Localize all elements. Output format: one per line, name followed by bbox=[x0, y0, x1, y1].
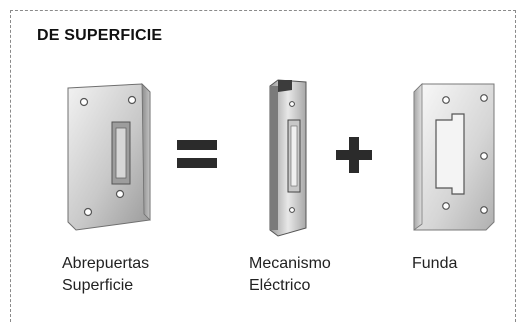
plus-icon bbox=[336, 137, 372, 173]
electric-mechanism-image bbox=[269, 79, 307, 237]
caption-funda: Funda bbox=[412, 253, 457, 275]
caption-line: Superficie bbox=[62, 277, 134, 294]
caption-line: Eléctrico bbox=[249, 277, 311, 294]
funda-image bbox=[413, 83, 495, 231]
surface-strike-image bbox=[67, 83, 151, 231]
equals-icon bbox=[177, 140, 217, 168]
caption-mecanismo-electrico: Mecanismo Eléctrico bbox=[249, 253, 331, 297]
caption-abrepuertas-superficie: Abrepuertas Superficie bbox=[62, 253, 149, 297]
content-panel bbox=[10, 10, 516, 322]
caption-line: Abrepuertas bbox=[62, 255, 150, 272]
caption-line: Funda bbox=[412, 255, 458, 272]
caption-line: Mecanismo bbox=[249, 255, 331, 272]
section-title: DE SUPERFICIE bbox=[37, 27, 163, 44]
